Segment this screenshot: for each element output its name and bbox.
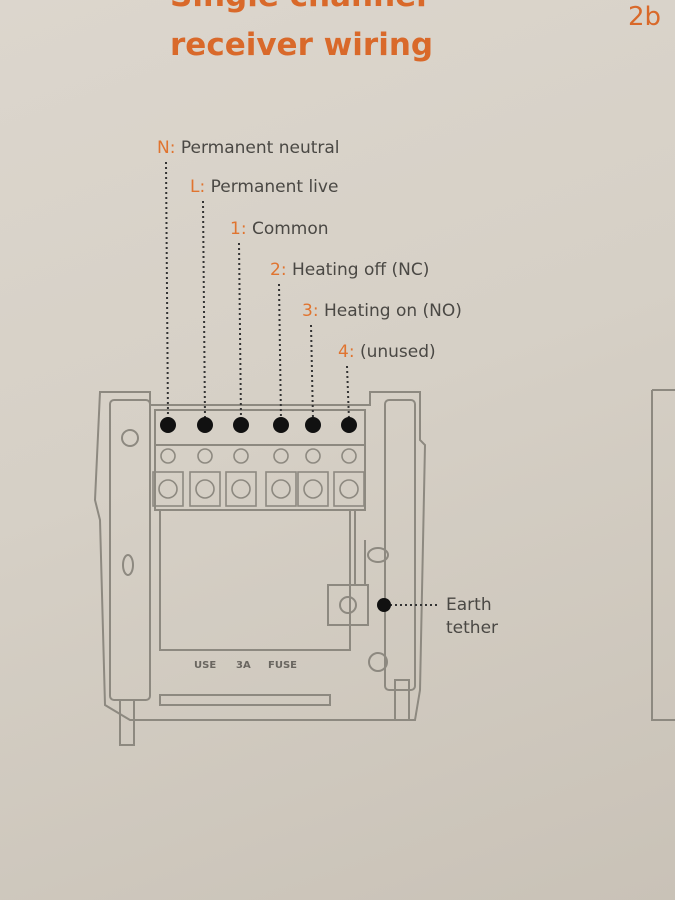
terminal-id-circle	[233, 448, 249, 464]
terminal-key: 3:	[302, 301, 319, 321]
fuse-label-3: FUSE	[268, 660, 297, 671]
terminal-dot	[341, 417, 357, 433]
terminal-label: 4: (unused)	[338, 342, 436, 362]
terminal-key: 1:	[230, 219, 247, 239]
terminal-screw-box	[225, 471, 257, 507]
terminal-desc: Permanent neutral	[180, 138, 340, 158]
terminal-key: L:	[190, 177, 206, 197]
terminal-screw	[271, 479, 291, 499]
terminal-leader	[346, 365, 350, 421]
terminal-key: 2:	[270, 260, 287, 280]
terminal-desc: Common	[251, 219, 329, 239]
terminal-dot	[273, 417, 289, 433]
terminal-label: 2: Heating off (NC)	[270, 260, 429, 280]
page-number: 2b	[628, 2, 662, 32]
terminal-leader	[165, 161, 169, 421]
title-line-2: receiver wiring	[170, 27, 434, 63]
terminal-screw-box	[297, 471, 329, 507]
terminal-dot	[233, 417, 249, 433]
terminal-leader	[238, 242, 242, 421]
terminal-id-circle	[273, 448, 289, 464]
terminal-leader	[310, 324, 314, 421]
terminal-dot	[160, 417, 176, 433]
title-line-1: Single channel	[170, 0, 427, 14]
terminal-id-circle	[305, 448, 321, 464]
terminal-id-circle	[197, 448, 213, 464]
terminal-dot	[305, 417, 321, 433]
terminal-leader	[278, 283, 282, 421]
terminal-screw	[231, 479, 251, 499]
terminal-screw-box	[152, 471, 184, 507]
terminal-desc: Heating off (NC)	[291, 260, 430, 280]
terminal-screw	[195, 479, 215, 499]
terminal-label: L: Permanent live	[190, 177, 338, 197]
terminal-screw-box	[189, 471, 221, 507]
earth-line-2: tether	[446, 618, 499, 638]
earth-tether-label: Earth tether	[446, 594, 498, 640]
terminal-screw	[158, 479, 178, 499]
terminal-screw	[303, 479, 323, 499]
terminal-key: N:	[157, 138, 176, 158]
terminal-desc: Heating on (NO)	[323, 301, 462, 321]
earth-dot	[377, 598, 391, 612]
terminal-label: 3: Heating on (NO)	[302, 301, 462, 321]
fuse-label-2: 3A	[236, 660, 251, 671]
terminal-id-circle	[341, 448, 357, 464]
terminal-desc: (unused)	[359, 342, 436, 362]
terminal-leader	[202, 200, 206, 421]
terminal-key: 4:	[338, 342, 355, 362]
terminal-screw-box	[265, 471, 297, 507]
terminal-label: N: Permanent neutral	[157, 138, 340, 158]
terminal-dot	[197, 417, 213, 433]
terminal-screw	[339, 479, 359, 499]
fuse-label-1: USE	[194, 660, 217, 671]
terminal-label: 1: Common	[230, 219, 329, 239]
earth-line-1: Earth	[446, 595, 492, 615]
terminal-desc: Permanent live	[210, 177, 339, 197]
backplate-outline	[93, 391, 427, 721]
terminal-screw-box	[333, 471, 365, 507]
terminal-id-circle	[160, 448, 176, 464]
